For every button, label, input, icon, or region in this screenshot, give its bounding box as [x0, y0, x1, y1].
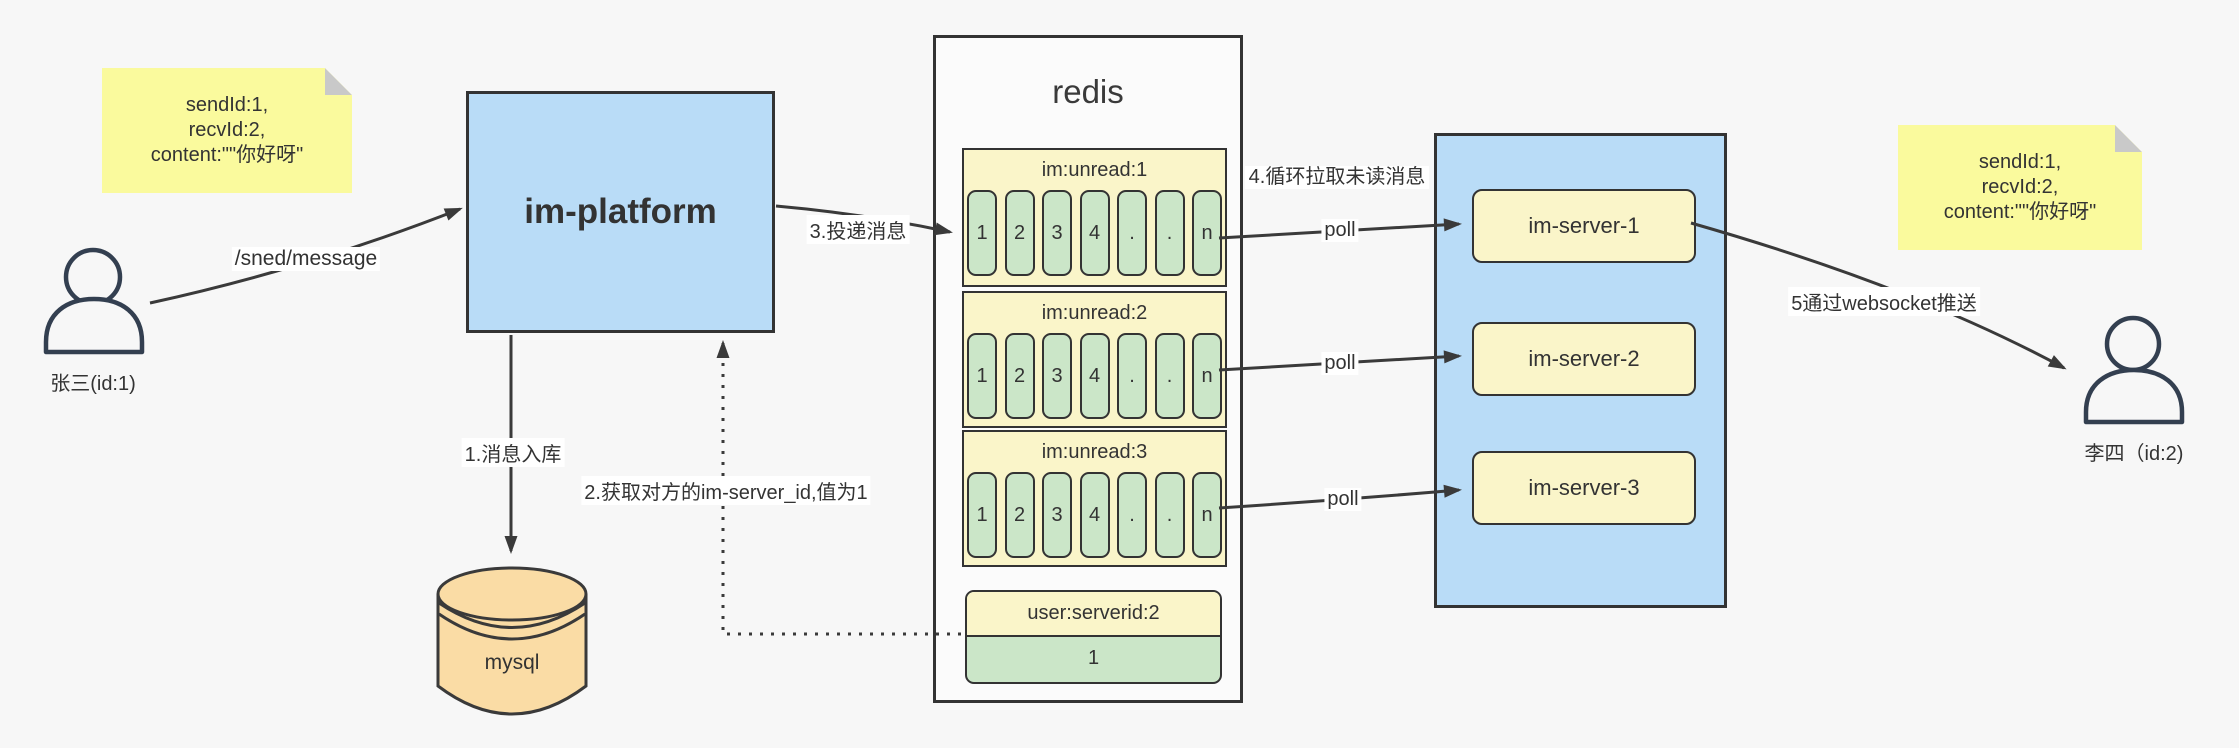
note-line: recvId:2,	[188, 119, 266, 141]
queue-cell: n	[1192, 472, 1222, 558]
sticky-note-sender: sendId:1, recvId:2, content:""你好呀"	[102, 68, 352, 193]
sender-label: 张三(id:1)	[50, 373, 136, 395]
queue-cell: 4	[1079, 333, 1110, 419]
edge-label-step1: 1.消息入库	[461, 438, 565, 467]
im-server-2-box: im-server-2	[1472, 322, 1696, 396]
queue-cell: 1	[967, 472, 997, 558]
im-server-1-box: im-server-1	[1472, 189, 1696, 263]
queue-cell: 2	[1004, 333, 1035, 419]
redis-container: redis im:unread:1 1 2 3 4 . . n im:unrea…	[933, 35, 1243, 703]
queue-name: im:unread:1	[1041, 158, 1148, 181]
queue-cell: .	[1117, 472, 1147, 558]
mapping-key: user:serverid:2	[967, 592, 1220, 637]
queue-cell: 4	[1079, 190, 1110, 276]
queue-cell: n	[1192, 333, 1222, 419]
note-fold-corner	[2115, 125, 2142, 152]
mysql-cylinder-icon	[436, 566, 588, 716]
note-line: recvId:2,	[1981, 176, 2059, 198]
note-line: sendId:1,	[185, 94, 269, 116]
im-server-3-box: im-server-3	[1472, 451, 1696, 525]
mysql-label: mysql	[484, 651, 540, 674]
im-server-label: im-server-2	[1528, 346, 1640, 371]
note-line: content:""你好呀"	[150, 144, 304, 166]
note-fold-corner	[325, 68, 352, 95]
sender-person-icon	[43, 247, 145, 355]
queue-im-unread-3: im:unread:3 1 2 3 4 . . n	[962, 430, 1227, 567]
edge-label-send: /sned/message	[231, 247, 381, 271]
note-line: sendId:1,	[1978, 151, 2062, 173]
im-platform-label: im-platform	[524, 192, 717, 231]
queue-cell: 3	[1042, 472, 1072, 558]
note-line: content:""你好呀"	[1943, 201, 2097, 223]
edge-label-step2: 2.获取对方的im-server_id,值为1	[581, 476, 871, 505]
receiver-person-icon	[2083, 315, 2185, 425]
queue-cell: 4	[1079, 472, 1110, 558]
queue-cell: .	[1154, 472, 1185, 558]
edge-label-poll-1: poll	[1321, 219, 1359, 242]
queue-cell: 1	[967, 190, 997, 276]
im-server-cluster: im-server-1 im-server-2 im-server-3	[1434, 133, 1727, 608]
queue-cells: 1 2 3 4 . . n	[967, 472, 1222, 558]
queue-cell: 3	[1042, 333, 1072, 419]
edge-label-poll-2: poll	[1321, 352, 1359, 375]
queue-cells: 1 2 3 4 . . n	[967, 333, 1222, 419]
mapping-value: 1	[1087, 647, 1100, 669]
im-server-label: im-server-3	[1528, 475, 1640, 500]
edge-label-poll-3: poll	[1324, 488, 1362, 511]
edge-label-step4: 4.循环拉取未读消息	[1245, 166, 1429, 189]
queue-cell: .	[1154, 333, 1185, 419]
queue-cell: .	[1117, 333, 1147, 419]
queue-cell: 3	[1042, 190, 1072, 276]
edge-label-step3: 3.投递消息	[806, 215, 910, 244]
queue-im-unread-1: im:unread:1 1 2 3 4 . . n	[962, 148, 1227, 287]
queue-cell: 2	[1004, 472, 1035, 558]
sticky-note-receiver: sendId:1, recvId:2, content:""你好呀"	[1898, 125, 2142, 250]
queue-name: im:unread:3	[1041, 440, 1148, 463]
edge-label-step5: 5通过websocket推送	[1788, 287, 1980, 316]
queue-cell: .	[1154, 190, 1185, 276]
redis-title: redis	[1052, 73, 1124, 110]
queue-im-unread-2: im:unread:2 1 2 3 4 . . n	[962, 291, 1227, 428]
queue-name: im:unread:2	[1041, 301, 1148, 324]
receiver-label: 李四（id:2)	[2084, 443, 2184, 465]
queue-cell: 1	[967, 333, 997, 419]
im-server-label: im-server-1	[1528, 213, 1640, 238]
queue-cell: n	[1192, 190, 1222, 276]
im-platform-box: im-platform	[466, 91, 775, 333]
queue-cell: 2	[1004, 190, 1035, 276]
queue-cell: .	[1117, 190, 1147, 276]
user-serverid-mapping: user:serverid:2 1	[965, 590, 1222, 684]
queue-cells: 1 2 3 4 . . n	[967, 190, 1222, 276]
